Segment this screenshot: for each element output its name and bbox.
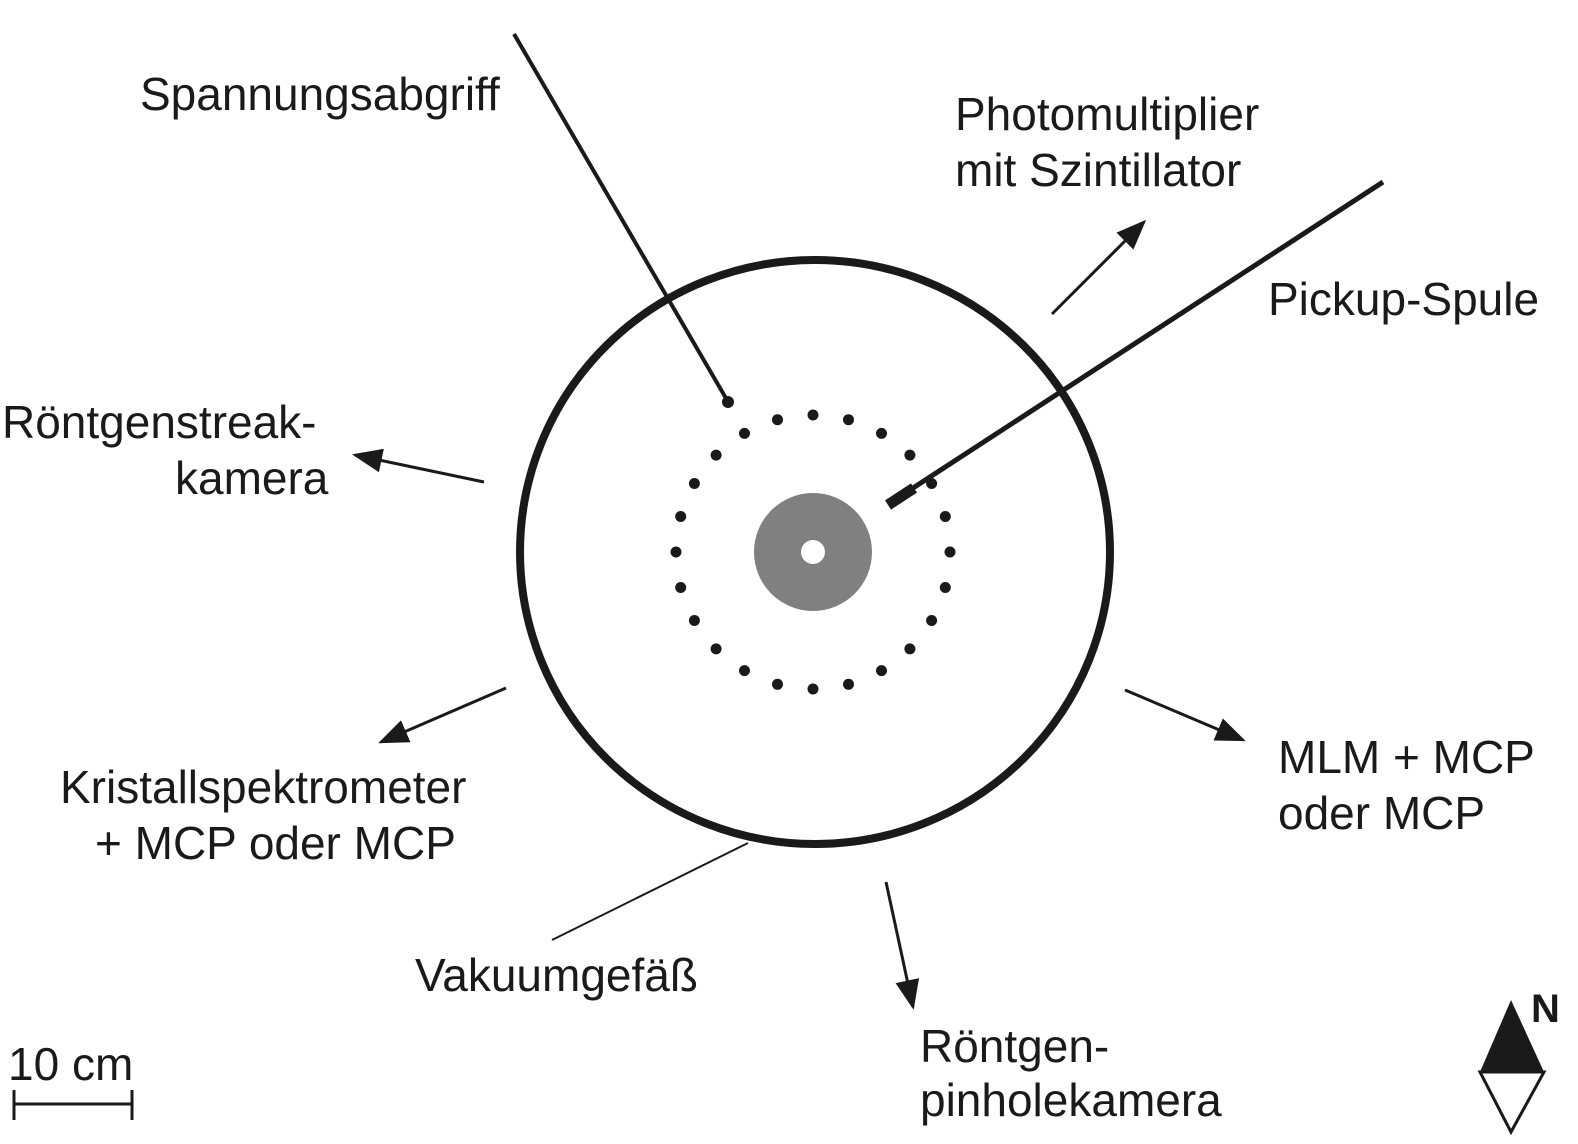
electrode-dot	[772, 678, 783, 690]
scale-bar: 10 cm	[8, 1038, 134, 1120]
electrode-dot	[710, 449, 722, 461]
electrode-dot	[675, 511, 687, 522]
compass-north-icon: N	[1477, 987, 1560, 1136]
label-photomultiplier-line2: mit Szintillator	[955, 144, 1241, 196]
electrode-dot	[904, 643, 916, 655]
photomultiplier-arrow	[1050, 219, 1147, 316]
electrode-dot	[843, 678, 854, 690]
electrode-dot	[876, 665, 887, 677]
electrode-dot	[670, 546, 682, 558]
target-hole	[801, 540, 825, 564]
label-pickup-spule: Pickup-Spule	[1268, 273, 1539, 325]
vakuumgefaess-leader	[551, 842, 749, 941]
electrode-dot	[926, 615, 938, 626]
electrode-dot	[688, 615, 700, 626]
label-photomultiplier-line1: Photomultiplier	[955, 88, 1259, 140]
electrode-dot	[876, 427, 887, 439]
vacuum-vessel	[516, 256, 1114, 848]
label-mlm-line2: oder MCP	[1278, 787, 1485, 839]
label-kristallspektrometer-line1: Kristallspektrometer	[60, 761, 466, 813]
pinhole-arrow	[884, 881, 920, 1010]
label-vakuumgefaess: Vakuumgefäß	[415, 949, 698, 1001]
label-mlm-line1: MLM + MCP	[1278, 731, 1535, 783]
label-spannungsabgriff: Spannungsabgriff	[140, 68, 500, 120]
electrode-dot	[675, 582, 687, 593]
electrode-dot	[807, 683, 819, 695]
electrode-dot	[807, 409, 819, 421]
label-pinhole-line2: pinholekamera	[920, 1074, 1222, 1126]
compass-label: N	[1531, 987, 1560, 1031]
label-kristallspektrometer-line2: + MCP oder MCP	[95, 817, 456, 869]
electrode-dot	[926, 478, 938, 489]
compass-south-needle	[1477, 1070, 1547, 1136]
electrode-dot	[939, 582, 951, 593]
electrode-dot	[944, 546, 956, 558]
compass-north-needle	[1480, 1000, 1544, 1072]
spannungsabgriff-line	[512, 32, 729, 402]
mlm-arrow	[1124, 688, 1246, 742]
spannungsabgriff-contact	[722, 396, 734, 408]
label-roentgenstreak-line2: kamera	[175, 452, 329, 504]
electrode-dot	[688, 478, 700, 489]
kristallspektrometer-arrow	[378, 686, 507, 744]
roentgenstreak-arrow	[352, 448, 485, 484]
label-pinhole-line1: Röntgen-	[920, 1020, 1109, 1072]
label-roentgenstreak-line1: Röntgenstreak-	[2, 396, 317, 448]
electrode-ring	[670, 409, 956, 695]
electrode-dot	[939, 511, 951, 522]
electrode-dot	[710, 643, 722, 655]
electrode-dot	[772, 414, 783, 426]
pickup-spule-tip	[884, 483, 918, 510]
pickup-spule-line	[888, 179, 1385, 506]
electrode-dot	[739, 427, 750, 439]
electrode-dot	[843, 414, 854, 426]
scale-bar-label: 10 cm	[8, 1038, 133, 1090]
electrode-dot	[904, 449, 916, 461]
electrode-dot	[739, 665, 750, 677]
